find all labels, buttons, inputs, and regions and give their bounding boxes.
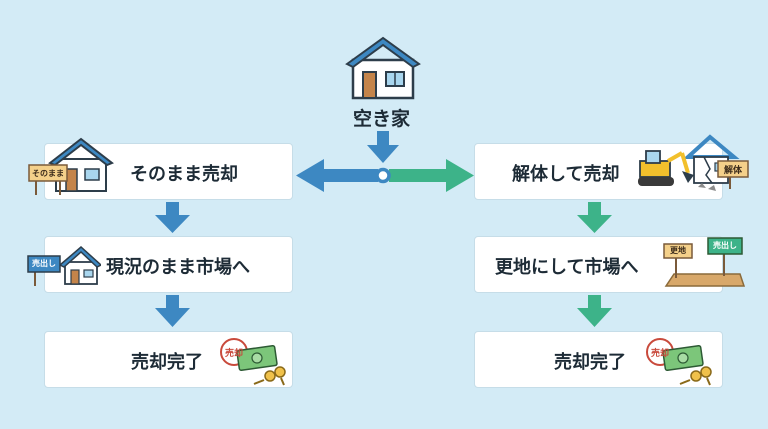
arrow-to-right [389,159,474,192]
arrow-to-left [296,159,378,192]
vacant-house-label: 空き家 [353,108,411,130]
right-step1-label: 解体して売却 [512,164,620,185]
right-step2-label: 更地にして市場へ [495,257,639,278]
arrow-right-down-2 [577,295,612,327]
arrow-right-down-1 [577,202,612,233]
sign-uridashi-left: 売出し [32,259,56,268]
vacant-lot-signs-icon [663,237,746,287]
left-step3-label: 売却完了 [131,352,203,373]
sold-stamp-left: 売却 [224,349,243,359]
sold-stamp-right: 売却 [650,349,669,359]
demolition-excavator-icon [638,134,749,191]
sign-uridashi-right: 売出し [713,241,737,250]
sold-money-keys-icon [220,338,286,386]
junction-node [375,167,391,184]
sign-kaitai: 解体 [723,166,742,176]
left-step1-label: そのまま売却 [130,164,238,185]
sign-sonomama: そのまま [32,169,64,178]
arrow-left-down-1 [155,202,190,233]
house-for-sale-sign-icon [27,246,101,286]
left-step2-label: 現況のまま市場へ [106,257,250,278]
sold-money-keys-icon-right [646,338,712,386]
arrow-top-down [367,131,399,163]
sign-sarachi: 更地 [670,246,686,255]
arrow-left-down-2 [155,295,190,327]
house-with-sign-icon [28,137,114,195]
right-step3-label: 売却完了 [554,352,626,373]
vacant-house-icon [345,36,421,100]
